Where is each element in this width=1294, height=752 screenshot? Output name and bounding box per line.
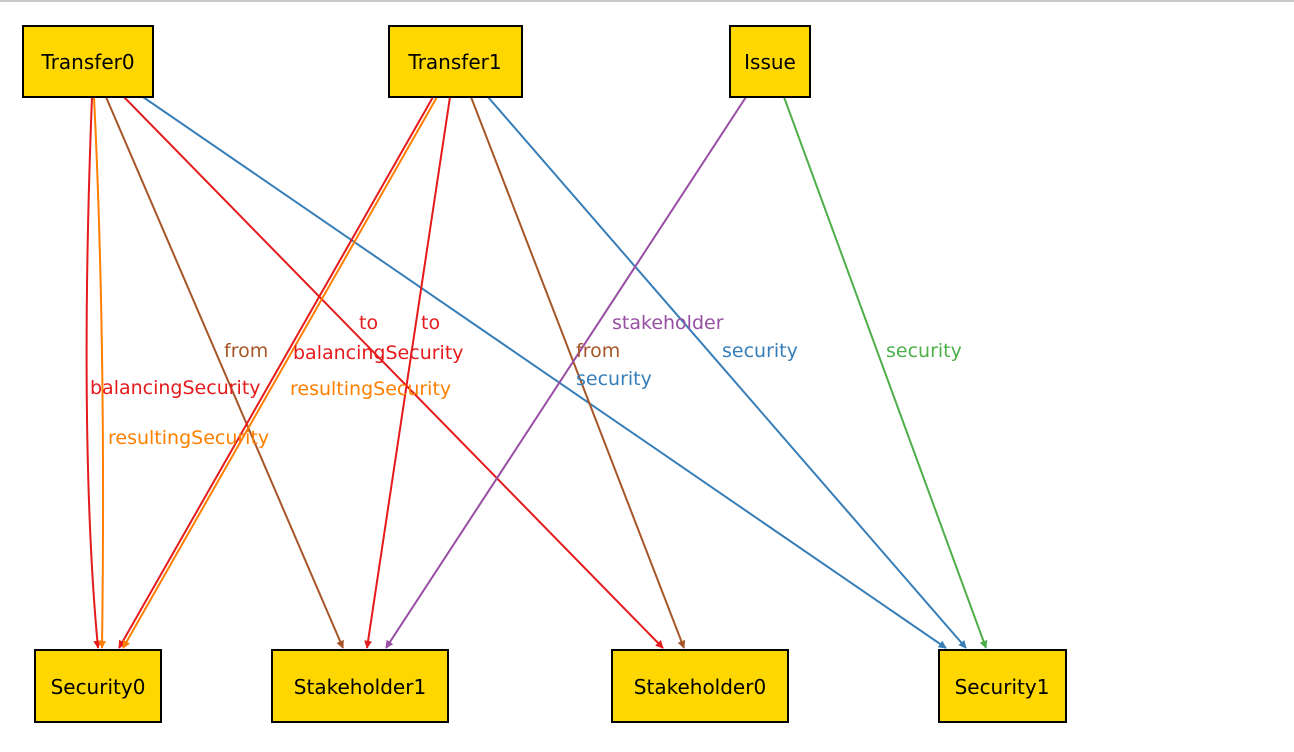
node-security0[interactable]: Security0 <box>34 649 162 723</box>
edge-transfer1-resultingsecurity-security0[interactable] <box>122 96 438 649</box>
edge-label-t1-balancingsecurity: balancingSecurity <box>293 342 464 364</box>
edge-transfer0-to-stakeholder0[interactable] <box>123 96 664 649</box>
edge-label-issue-security: security <box>886 340 962 362</box>
node-label-transfer1: Transfer1 <box>407 50 501 74</box>
edge-issue-stakeholder-stakeholder1[interactable] <box>385 96 747 649</box>
node-stakeholder1[interactable]: Stakeholder1 <box>271 649 449 723</box>
edge-label-t0-resultingsecurity: resultingSecurity <box>108 427 269 449</box>
node-transfer0[interactable]: Transfer0 <box>22 25 154 98</box>
edge-transfer0-from-stakeholder1[interactable] <box>105 96 344 649</box>
node-issue[interactable]: Issue <box>729 25 811 98</box>
edge-label-t0-from: from <box>224 340 268 362</box>
edge-label-t1-security: security <box>722 340 798 362</box>
node-label-transfer0: Transfer0 <box>40 50 134 74</box>
node-label-security0: Security0 <box>51 675 146 699</box>
window-top-border <box>0 0 1294 3</box>
node-label-stakeholder0: Stakeholder0 <box>634 675 766 699</box>
edge-transfer0-resultingsecurity-security0[interactable] <box>93 96 107 649</box>
edge-label-t0-balancingsecurity: balancingSecurity <box>90 377 261 399</box>
node-label-issue: Issue <box>744 50 796 74</box>
edge-transfer0-balancingsecurity-security0[interactable] <box>85 96 102 649</box>
node-stakeholder0[interactable]: Stakeholder0 <box>611 649 789 723</box>
node-label-stakeholder1: Stakeholder1 <box>294 675 426 699</box>
edge-label-t1-resultingsecurity: resultingSecurity <box>290 378 451 400</box>
edge-transfer1-security-security1[interactable] <box>487 96 967 649</box>
edges <box>85 96 988 649</box>
node-security1[interactable]: Security1 <box>938 649 1067 723</box>
edge-label-t0-to: to <box>359 312 378 334</box>
node-transfer1[interactable]: Transfer1 <box>388 25 523 98</box>
edge-issue-security-security1[interactable] <box>783 96 988 649</box>
edge-label-issue-stakeholder: stakeholder <box>612 312 724 334</box>
edge-transfer0-security-security1[interactable] <box>142 96 947 649</box>
edge-transfer1-to-stakeholder1[interactable] <box>364 96 451 649</box>
edge-label-t1-from: from <box>576 340 620 362</box>
edge-transfer1-from-stakeholder0[interactable] <box>470 96 686 649</box>
node-label-security1: Security1 <box>955 675 1050 699</box>
edge-labels: balancingSecurity resultingSecurity from… <box>90 312 962 449</box>
edge-label-t0-security: security <box>576 368 652 390</box>
edge-label-t1-to: to <box>421 312 440 334</box>
edge-transfer1-balancingsecurity-security0[interactable] <box>118 96 434 649</box>
